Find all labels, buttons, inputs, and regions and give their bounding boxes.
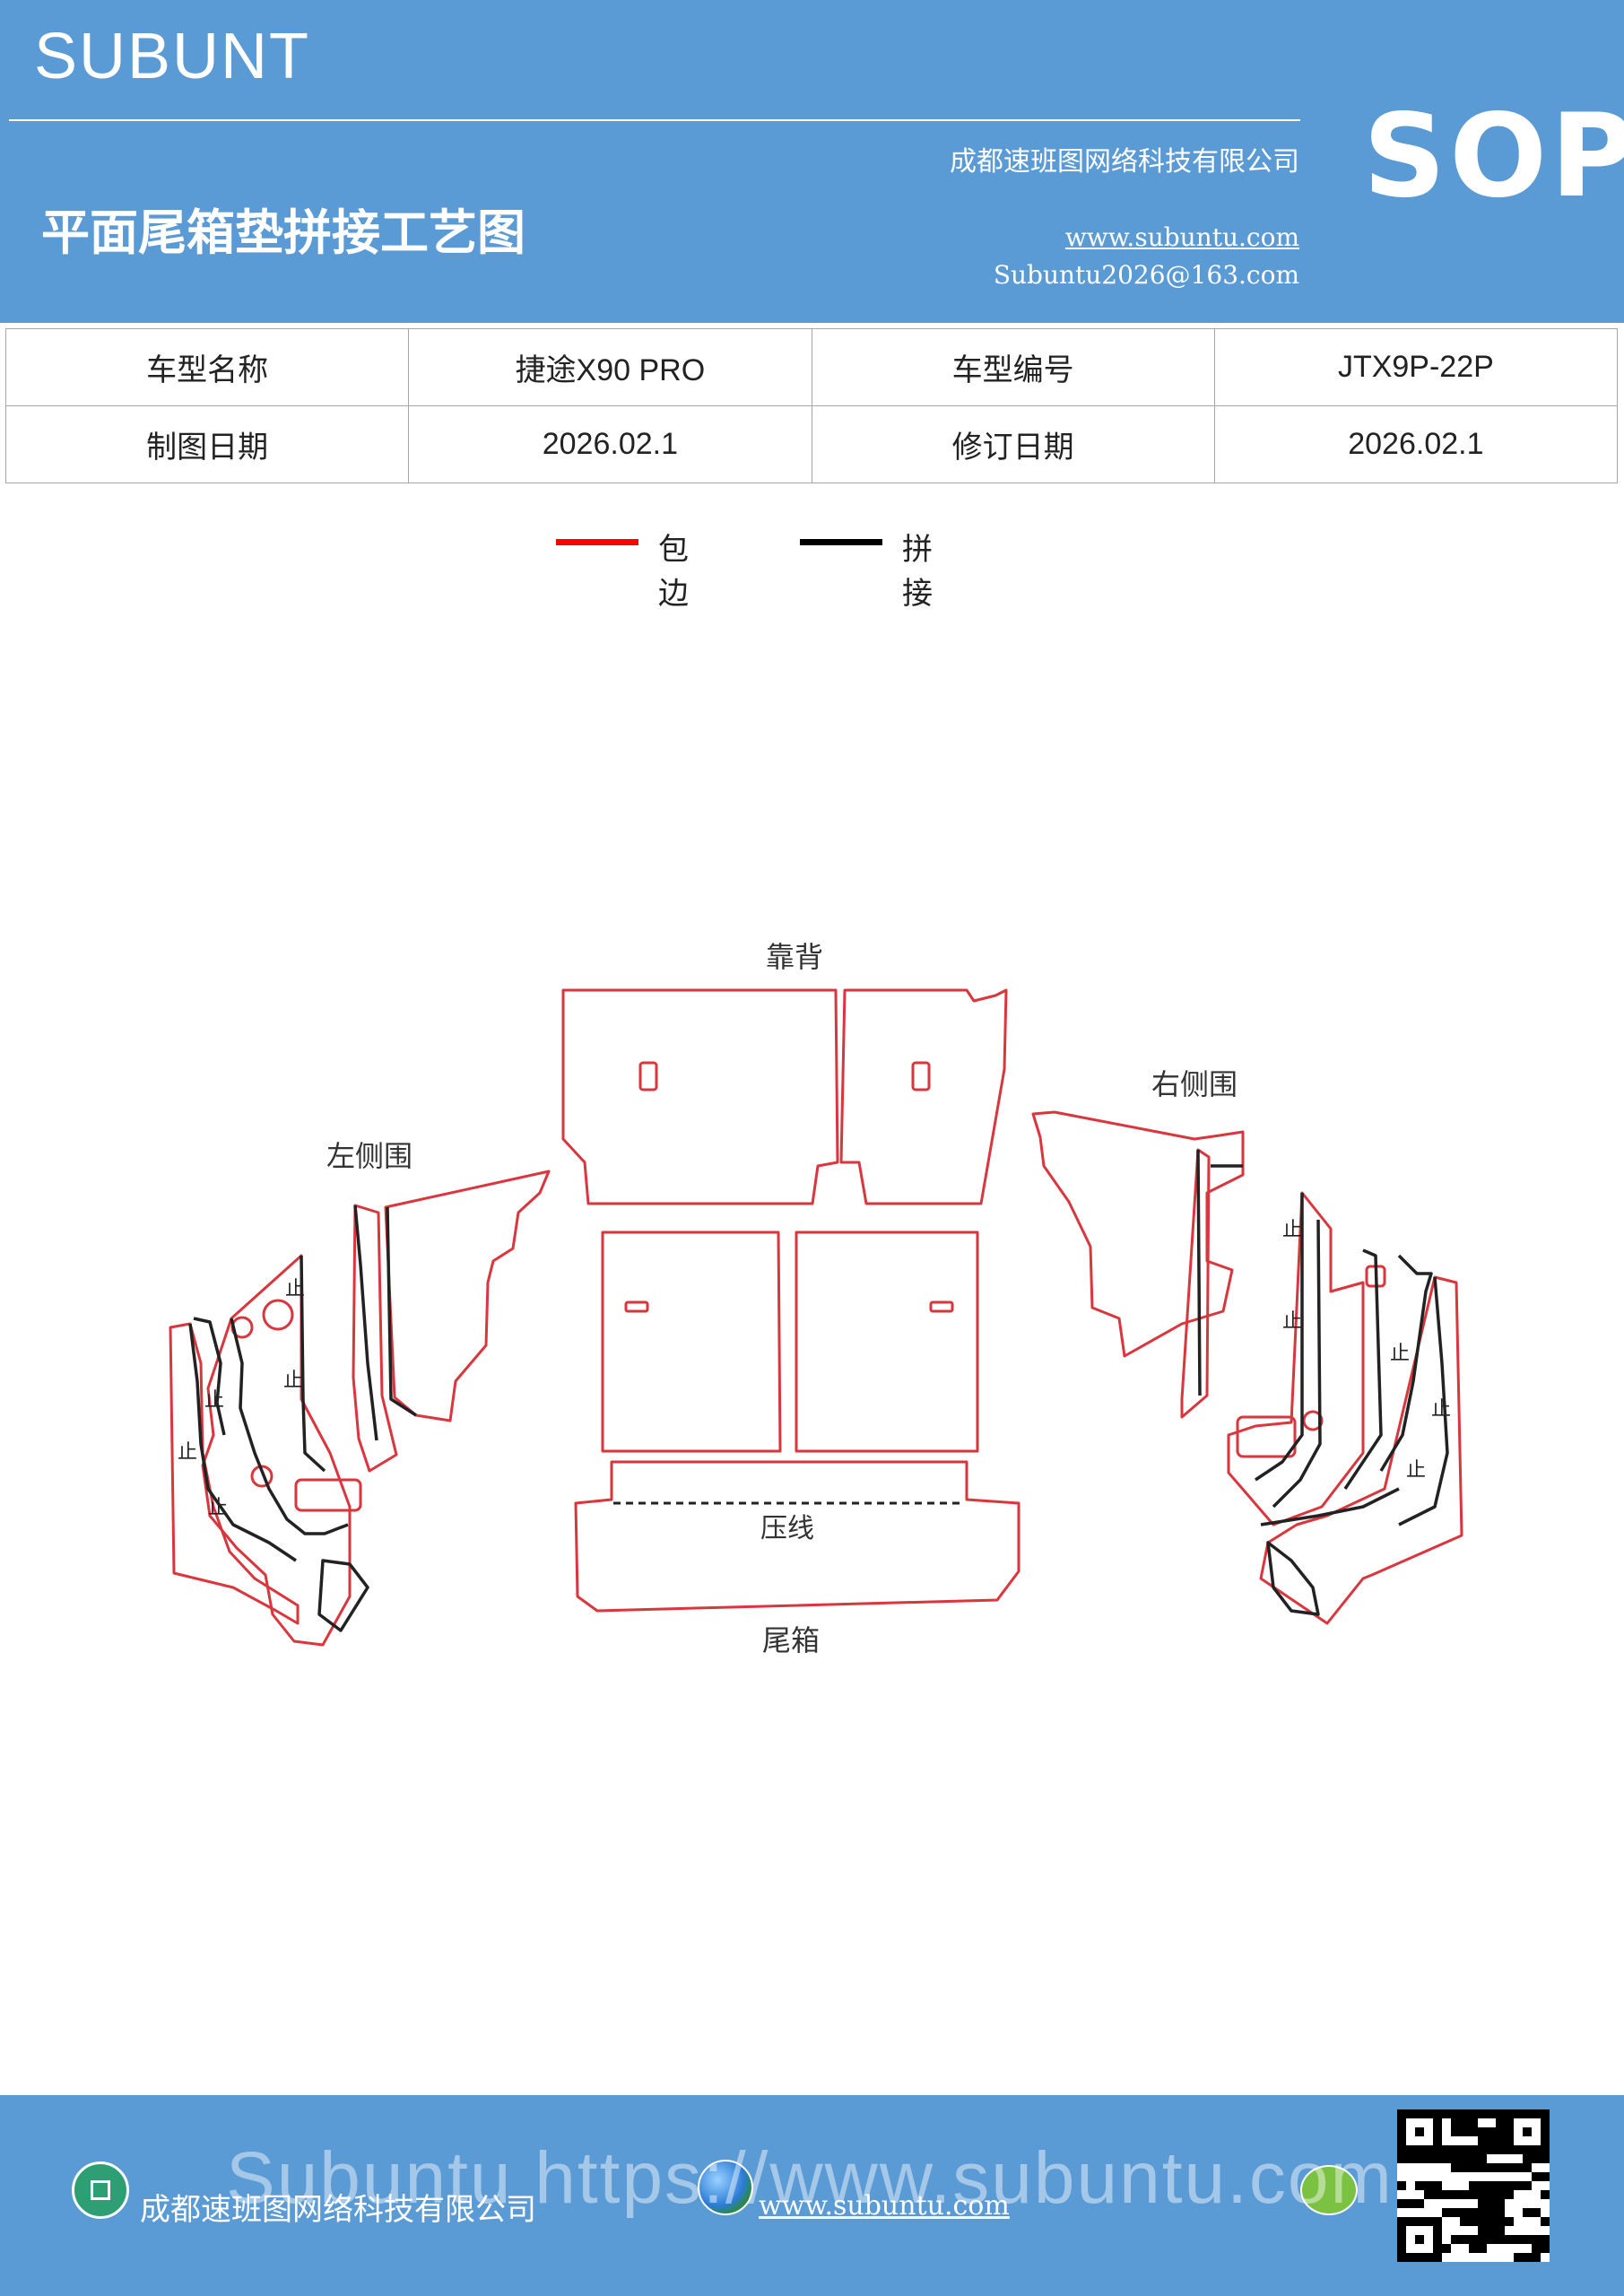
left-side-wall-main (201, 1254, 352, 1647)
trunk-panel (574, 1460, 1020, 1613)
left-hole-2 (262, 1299, 294, 1331)
floor-right-panel (795, 1231, 979, 1453)
stop-mark: 止 (1282, 1310, 1302, 1333)
globe-icon (698, 2160, 753, 2215)
stop-mark: 止 (283, 1370, 303, 1392)
company-icon (72, 2161, 129, 2219)
label-model-code: 车型编号 (811, 328, 1215, 406)
header-divider (9, 119, 1300, 121)
footer-watermark-text: Subuntu https://www.subuntu.com (226, 2137, 1394, 2219)
backrest-left-slot (638, 1061, 658, 1091)
legend-swatch-seam (800, 539, 882, 545)
sop-badge: SOP (1363, 90, 1624, 223)
table-row: 制图日期 2026.02.1 修订日期 2026.02.1 (4, 405, 1619, 483)
label-press-line: 压线 (760, 1513, 814, 1544)
backrest-left-panel (561, 988, 839, 1205)
right-side-wall-pillar (1180, 1148, 1211, 1419)
left-side-wall-pillar (352, 1204, 398, 1473)
value-model-code: JTX9P-22P (1213, 328, 1619, 406)
stop-mark: 止 (1390, 1343, 1410, 1365)
legend-swatch-edging (556, 539, 638, 545)
label-revision-date: 修订日期 (811, 405, 1215, 483)
label-left-side: 左侧围 (326, 1139, 413, 1173)
legend-label-edging: 包边 (658, 532, 689, 612)
label-right-side: 右侧围 (1151, 1067, 1238, 1101)
value-model-name: 捷途X90 PRO (408, 328, 812, 406)
website-link[interactable]: www.subuntu.com (1064, 222, 1299, 252)
stop-mark: 止 (204, 1389, 224, 1412)
email-address[interactable]: Subuntu2026@163.com (993, 260, 1299, 290)
document-title: 平面尾箱垫拼接工艺图 (41, 204, 525, 261)
wechat-icon[interactable] (1300, 2165, 1358, 2215)
right-side-wall-rear (1031, 1110, 1245, 1358)
label-model-name: 车型名称 (4, 328, 410, 406)
legend-label-seam: 拼接 (902, 532, 933, 612)
stop-mark: 止 (285, 1278, 305, 1300)
floor-left-panel (601, 1231, 782, 1453)
company-name: 成都速班图网络科技有限公司 (950, 146, 1299, 178)
right-hole (1302, 1410, 1324, 1431)
footer-website-link[interactable]: www.subuntu.com (759, 2190, 1010, 2222)
left-side-wall-outer (169, 1322, 300, 1625)
right-slot-a (1236, 1415, 1297, 1458)
brand-logo-text: SUBUNT (34, 21, 311, 92)
label-backrest: 靠背 (766, 940, 823, 974)
label-drawing-date: 制图日期 (4, 405, 410, 483)
value-revision-date: 2026.02.1 (1213, 405, 1619, 483)
label-trunk: 尾箱 (762, 1623, 820, 1657)
qr-code-icon[interactable] (1397, 2109, 1550, 2262)
table-row: 车型名称 捷途X90 PRO 车型编号 JTX9P-22P (4, 328, 1619, 406)
left-hole-3 (250, 1465, 274, 1488)
footer-company: 成都速班图网络科技有限公司 (140, 2192, 536, 2228)
stop-mark: 止 (1406, 1459, 1426, 1482)
backrest-right-panel (839, 988, 1008, 1205)
right-side-wall-outer (1259, 1275, 1463, 1625)
stop-mark: 止 (208, 1497, 228, 1519)
value-drawing-date: 2026.02.1 (408, 405, 812, 483)
left-side-wall-rear (384, 1170, 551, 1422)
right-side-wall-main (1227, 1191, 1365, 1526)
floor-right-slot (929, 1300, 954, 1313)
left-slot (294, 1478, 362, 1512)
stop-mark: 止 (1431, 1398, 1451, 1421)
stop-mark: 止 (1282, 1219, 1302, 1241)
vehicle-info-table: 车型名称 捷途X90 PRO 车型编号 JTX9P-22P 制图日期 2026.… (4, 328, 1619, 483)
floor-left-slot (624, 1300, 649, 1313)
stop-mark: 止 (178, 1441, 197, 1464)
header-banner (0, 0, 1624, 323)
backrest-right-slot (911, 1061, 931, 1091)
